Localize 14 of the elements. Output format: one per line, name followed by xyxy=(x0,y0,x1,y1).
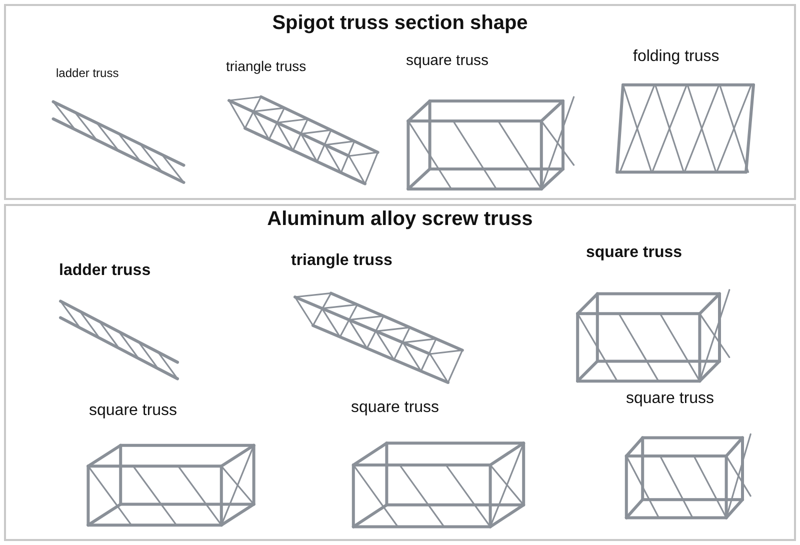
truss-name: square truss xyxy=(89,402,178,420)
truss-name: square truss xyxy=(351,399,440,417)
truss-name: square truss xyxy=(406,52,489,69)
truss-name: triangle truss xyxy=(226,58,306,74)
section-title: Spigot truss section shape xyxy=(271,12,529,35)
section-panel xyxy=(4,4,796,200)
truss-name: square truss xyxy=(626,390,714,408)
truss-name: folding truss xyxy=(633,48,720,66)
truss-name: triangle truss xyxy=(291,252,392,270)
truss-name: ladder truss xyxy=(59,262,151,280)
section-title: Aluminum alloy screw truss xyxy=(266,208,534,231)
section-panel xyxy=(4,204,796,541)
truss-name: square truss xyxy=(586,244,682,262)
truss-name: ladder truss xyxy=(56,66,119,80)
